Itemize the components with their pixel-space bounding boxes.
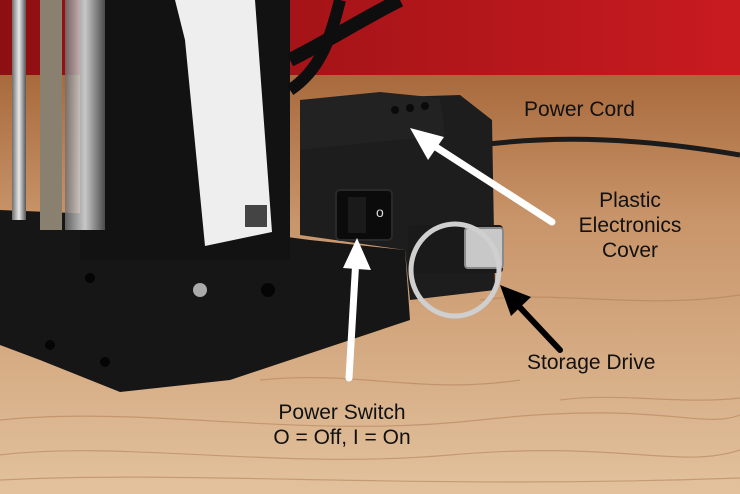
wood-grain — [0, 294, 740, 483]
power-cord — [479, 136, 740, 158]
rocker-switch-icon: o — [335, 189, 393, 241]
label-storage-drive: Storage Drive — [527, 351, 656, 374]
label-power-switch: Power Switch O = Off, I = On — [247, 400, 437, 450]
label-power-switch-line2: O = Off, I = On — [273, 426, 411, 449]
arrow-storage — [500, 285, 563, 353]
svg-text:o: o — [376, 204, 384, 220]
arrow-cover — [410, 128, 556, 226]
label-electronics-cover: Plastic Electronics Cover — [560, 188, 700, 263]
label-electronics-cover-line3: Cover — [601, 239, 659, 262]
arrow-switch — [343, 238, 371, 382]
storage-drive-icon — [408, 221, 504, 319]
label-power-switch-line1: Power Switch — [278, 401, 406, 424]
label-power-cord: Power Cord — [524, 98, 635, 121]
printer-body — [0, 0, 495, 392]
label-electronics-cover-line1: Plastic — [599, 189, 661, 212]
label-electronics-cover-line2: Electronics — [578, 214, 682, 237]
